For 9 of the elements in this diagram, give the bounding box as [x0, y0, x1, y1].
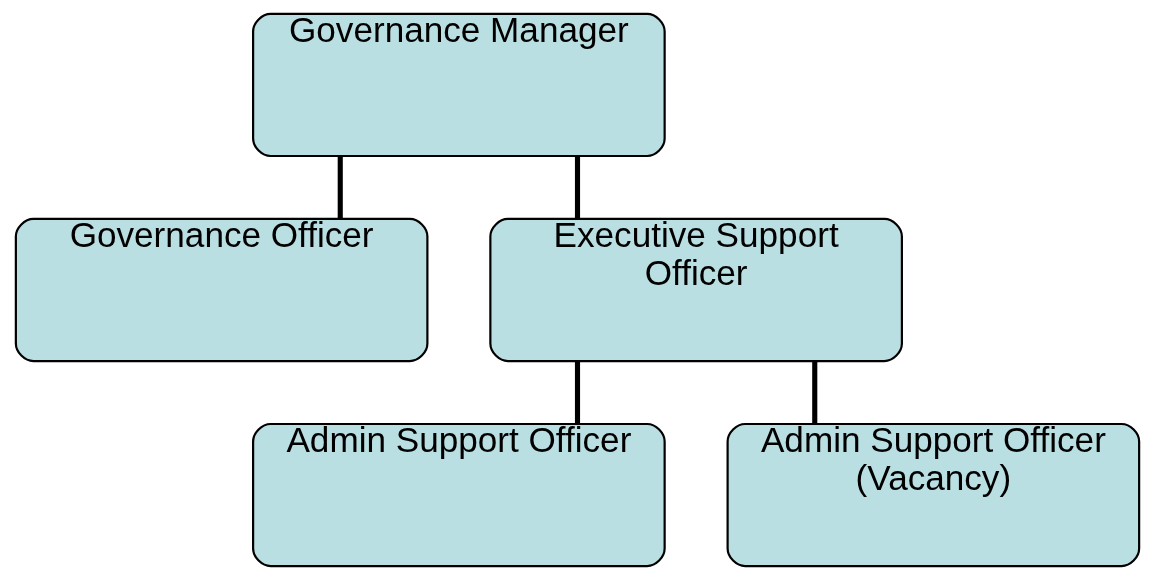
node-box: Admin Support Officer: [252, 422, 666, 568]
connector: [337, 156, 343, 219]
node-box: Admin Support Officer (Vacancy): [726, 422, 1141, 568]
connector: [574, 361, 581, 424]
node-box: Governance Officer: [14, 217, 429, 363]
node-box: Executive Support Officer: [489, 217, 903, 363]
connector: [812, 361, 818, 424]
node-box: Governance Manager: [252, 12, 666, 158]
connector: [574, 156, 581, 219]
